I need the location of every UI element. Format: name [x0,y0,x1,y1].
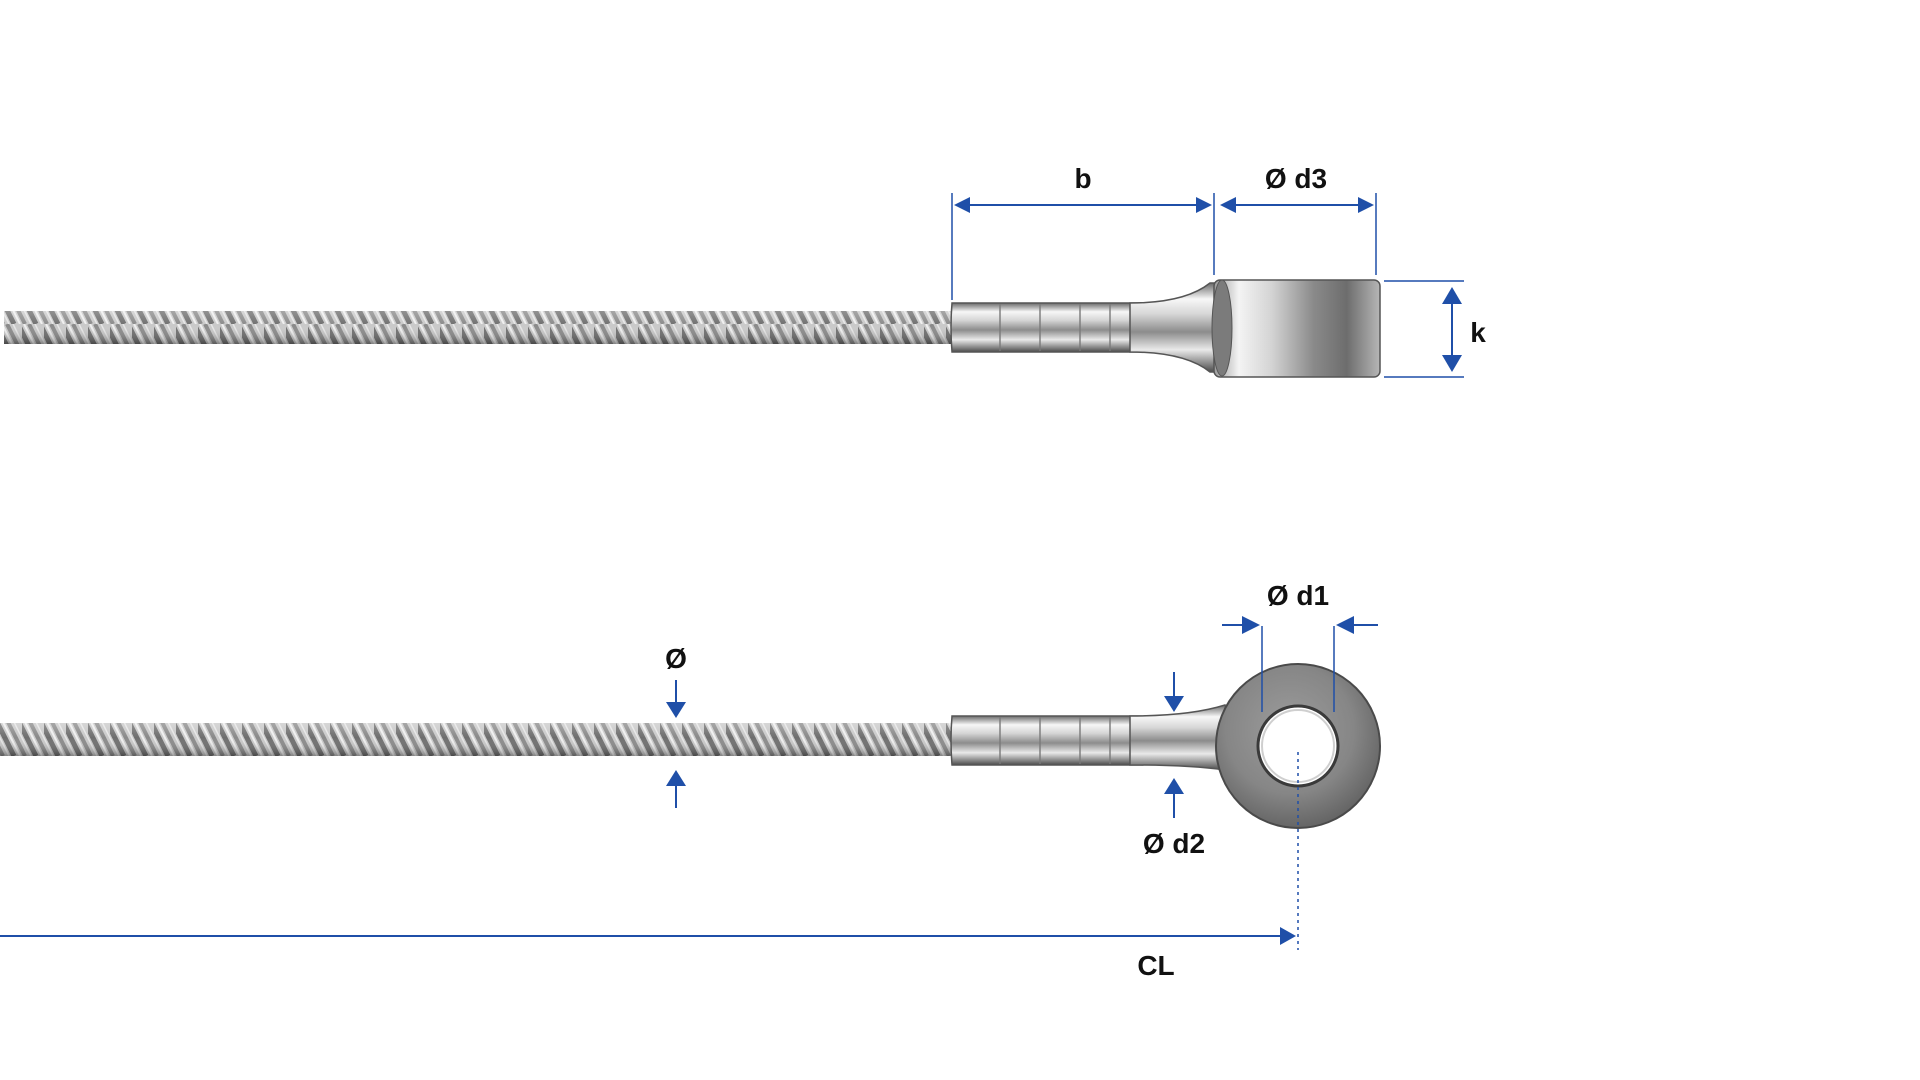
label-k: k [1470,317,1486,348]
top-view: b Ø d3 k [4,163,1486,378]
swaged-sleeve-bottom [950,704,1236,771]
swaged-sleeve-top [950,282,1221,373]
dimension-rope-diameter: Ø [665,643,687,808]
label-d3: Ø d3 [1265,163,1327,194]
dimension-cl: CL [0,752,1299,981]
dimension-k: k [1384,280,1486,378]
dimension-d2: Ø d2 [1143,672,1205,859]
bottom-view: Ø d1 Ø d2 Ø CL [0,580,1381,981]
label-d2: Ø d2 [1143,828,1205,859]
dimension-d3: Ø d3 [1220,163,1377,275]
wire-rope-bottom [0,723,954,756]
dimension-b: b [951,163,1215,300]
label-rope-diameter: Ø [665,643,687,674]
label-d1: Ø d1 [1267,580,1329,611]
label-b: b [1074,163,1091,194]
label-cl: CL [1137,950,1174,981]
eye-disc-top [1215,663,1381,829]
wire-rope-top [4,311,954,344]
dimension-d1: Ø d1 [1222,580,1378,712]
eye-cylinder-side [1211,279,1381,378]
